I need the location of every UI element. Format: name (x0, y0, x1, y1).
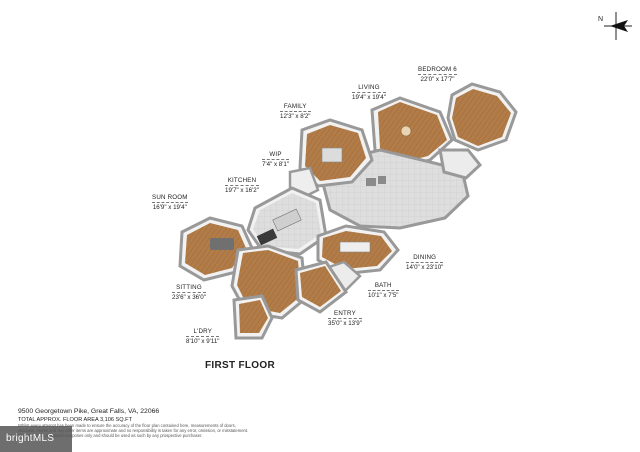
room-dims: 10'1" x 7'5" (368, 290, 399, 299)
room-name: ENTRY (334, 310, 356, 317)
room-name: DINING (413, 254, 437, 261)
disclaimer-line: windows, rooms and any other items are a… (18, 428, 249, 433)
brand-text: brightMLS (6, 433, 55, 444)
floor-title: FIRST FLOOR (205, 360, 275, 371)
brand-watermark: brightMLS (0, 426, 72, 452)
room-dims: 14'0" x 23'10" (406, 262, 444, 271)
footer: 9500 Georgetown Pike, Great Falls, VA, 2… (18, 408, 318, 438)
address: 9500 Georgetown Pike, Great Falls, VA, 2… (18, 408, 160, 415)
room-side-floor (438, 148, 483, 180)
room-dims: 8'10" x 9'11" (186, 336, 220, 345)
label-living: LIVING 19'4" x 19'4" (352, 84, 386, 101)
room-kitchen-floor (246, 186, 328, 256)
label-sitting: SITTING 23'6" x 36'0" (172, 284, 206, 301)
room-name: BATH (374, 282, 392, 289)
disclaimer-line: This plan is for illustrative purposes o… (18, 433, 203, 438)
label-family: FAMILY 12'3" x 8'2" (280, 103, 311, 120)
room-dining-floor (316, 224, 400, 276)
room-dims: 35'0" x 13'9" (328, 318, 362, 327)
label-sunroom: SUN ROOM 16'9" x 19'4" (152, 194, 188, 211)
room-dims: 19'7" x 16'2" (225, 185, 259, 194)
room-family-floor (298, 118, 374, 188)
room-dims: 16'9" x 19'4" (152, 202, 188, 211)
room-name: FAMILY (283, 103, 307, 110)
room-name: L'DRY (193, 328, 213, 335)
room-name: BEDROOM 6 (418, 66, 457, 73)
room-dims: 7'4" x 8'1" (262, 159, 290, 168)
label-ldry: L'DRY 8'10" x 9'11" (186, 328, 220, 345)
label-entry: ENTRY 35'0" x 13'9" (328, 310, 362, 327)
room-entry-floor (294, 260, 349, 314)
north-arrow-icon (604, 12, 632, 40)
room-dims: 12'3" x 8'2" (280, 111, 311, 120)
room-name: WIP (269, 151, 282, 158)
disclaimer-line: Whilst every attempt has been made to en… (18, 423, 236, 428)
room-dims: 22'0" x 17'7" (418, 74, 457, 83)
room-name: SUN ROOM (152, 194, 188, 201)
room-name: LIVING (358, 84, 380, 91)
label-kitchen: KITCHEN 19'7" x 16'2" (225, 177, 259, 194)
label-bath: BATH 10'1" x 7'5" (368, 282, 399, 299)
north-label: N (598, 16, 604, 23)
floor-area: TOTAL APPROX. FLOOR AREA 3,106 SQ.FT (18, 417, 132, 423)
room-ldry-floor (232, 294, 274, 340)
room-bedroom6-floor (446, 82, 518, 152)
room-dims: 19'4" x 19'4" (352, 92, 386, 101)
label-bedroom6: BEDROOM 6 22'0" x 17'7" (418, 66, 457, 83)
room-dims: 23'6" x 36'0" (172, 292, 206, 301)
label-wip: WIP 7'4" x 8'1" (262, 151, 290, 168)
label-dining: DINING 14'0" x 23'10" (406, 254, 444, 271)
room-name: SITTING (176, 284, 202, 291)
room-name: KITCHEN (227, 177, 257, 184)
